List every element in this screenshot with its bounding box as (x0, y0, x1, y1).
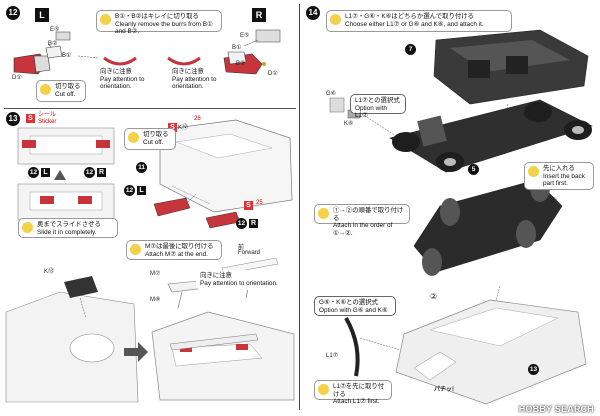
part-b2-left: B② (48, 41, 58, 47)
lamp-l-side-2: L (137, 186, 146, 195)
cut-off-text-12: 切り取る Cut off. (55, 83, 81, 98)
orientation-note-right: 向きに注意 Pay attention to orientation. (170, 68, 226, 96)
order-mark-1: ① (550, 196, 558, 205)
part-m8: M⑧ (150, 297, 161, 303)
part-d1-left: D① (12, 75, 22, 81)
sticker-jp: シール (38, 112, 57, 118)
orientation-note-left: 向きに注意 Pay attention to orientation. (98, 68, 154, 96)
part-k6: K⑥ (344, 121, 354, 127)
sticker-code-top: 26 (194, 116, 201, 122)
cut-burrs-callout: B①・B②はキレイに切り取る Cleanly remove the burrs … (96, 10, 222, 35)
forward-en: Forward (238, 250, 261, 256)
step14-illustration (329, 29, 593, 405)
order-callout: ①→②の順番で取り付ける Attach in the order of ①→②. (314, 204, 410, 237)
part-g6: G⑥ (326, 91, 337, 97)
sticker-s-top: S (168, 123, 177, 132)
lamp-r-badge-2: 12 (236, 218, 247, 229)
hand-icon (330, 14, 341, 25)
sticker-legend: シール Sticker (38, 112, 56, 126)
part-e5-left: E⑤ (50, 27, 60, 33)
slide-in-callout: 奥までスライドさせる Slide it in completely. (18, 218, 118, 238)
forward-jp: 前 (238, 245, 245, 251)
step13-illustration (5, 119, 295, 403)
insert-back-text: 先に入れる Insert the back part first. (543, 165, 585, 188)
part-7-badge: 7 (405, 44, 416, 55)
hand-icon (528, 166, 539, 177)
sticker-s-right: S (244, 201, 253, 210)
attach-m7-text: M⑦は最後に取り付ける Attach M⑦ at the end. (145, 243, 214, 258)
left-side-badge: L (35, 8, 49, 22)
choose-text: L1⑦・G⑥・K⑥はどちらか選んで取り付ける Choose either L1⑦… (345, 13, 484, 28)
cut-off-text-13: 切り取る Cut off. (143, 131, 169, 146)
part-d1-right: D① (268, 71, 278, 77)
lamp-l-badge-2: 12 (124, 185, 135, 196)
lamp-r-side-1: R (97, 168, 106, 177)
orientation-callout-13: 向きに注意 Pay attention to orientation. (196, 270, 294, 290)
part-5-badge: 5 (468, 164, 479, 175)
part-b1-left: B① (62, 53, 72, 59)
hand-icon (22, 222, 33, 233)
insert-back-callout: 先に入れる Insert the back part first. (524, 162, 594, 190)
sticker-badge: S (26, 114, 35, 123)
step12-illustration (13, 29, 281, 75)
order-text: ①→②の順番で取り付ける Attach in the order of ①→②. (333, 207, 404, 237)
hand-icon (100, 14, 111, 25)
step14-number: 14 (306, 6, 320, 20)
cut-off-callout-13: 切り取る Cut off. (124, 128, 176, 150)
click-sound-label: パチッ! (434, 387, 454, 393)
orientation-text-right: 向きに注意 Pay attention to orientation. (172, 68, 217, 91)
orientation-text-13: 向きに注意 Pay attention to orientation. (200, 272, 278, 287)
g6k6-option-box: G⑥・K⑥との選択式 Option with G⑥ and K⑥ (314, 296, 396, 316)
step12-number: 12 (6, 6, 20, 20)
part-13-badge: 13 (528, 364, 539, 375)
watermark-logo: HOBBY SEARCH (518, 404, 594, 414)
part-e5-right: E⑤ (240, 33, 250, 39)
part-l1-7: L1⑦ (326, 353, 339, 359)
part-k12: K⑫ (178, 125, 189, 131)
center-divider (299, 4, 300, 410)
part-k14: K⑬ (44, 269, 55, 275)
hand-icon (40, 84, 51, 95)
hand-icon (318, 384, 329, 395)
hand-icon (130, 244, 141, 255)
attach-m7-callout: M⑦は最後に取り付ける Attach M⑦ at the end. (126, 240, 222, 260)
l1-first-callout: L1⑦を先に取り付ける Attach L1⑦ first. (314, 380, 392, 405)
step13-number: 13 (6, 112, 20, 126)
l1-option-text: L1⑦との選択式 Option with L1⑦ (355, 97, 400, 120)
step12-divider (4, 108, 296, 109)
part-11-badge: 11 (136, 162, 147, 173)
lamp-r-side-2: R (249, 219, 258, 228)
l1-first-text: L1⑦を先に取り付ける Attach L1⑦ first. (333, 383, 385, 406)
lamp-l-side-1: L (41, 168, 50, 177)
choose-callout: L1⑦・G⑥・K⑥はどちらか選んで取り付ける Choose either L1⑦… (326, 10, 512, 32)
sticker-en: Sticker (38, 119, 57, 125)
order-mark-2: ② (430, 292, 438, 301)
part-m7: M⑦ (150, 271, 161, 277)
sticker-code-right: 25 (256, 200, 263, 206)
right-side-badge: R (252, 8, 266, 22)
hand-icon (318, 208, 329, 219)
l1-option-box: L1⑦との選択式 Option with L1⑦ (350, 94, 406, 119)
cut-burrs-text: B①・B②はキレイに切り取る Cleanly remove the burrs … (115, 13, 213, 36)
orientation-text-left: 向きに注意 Pay attention to orientation. (100, 68, 145, 91)
slide-in-text: 奥までスライドさせる Slide it in completely. (37, 221, 101, 236)
cut-off-callout-12: 切り取る Cut off. (36, 80, 86, 102)
part-b1-right: B① (232, 45, 242, 51)
g6k6-option-text: G⑥・K⑥との選択式 Option with G⑥ and K⑥ (319, 299, 388, 314)
lamp-r-badge-1: 12 (84, 167, 95, 178)
part-b2-right: B② (236, 61, 246, 67)
hand-icon (128, 132, 139, 143)
lamp-l-badge-1: 12 (28, 167, 39, 178)
